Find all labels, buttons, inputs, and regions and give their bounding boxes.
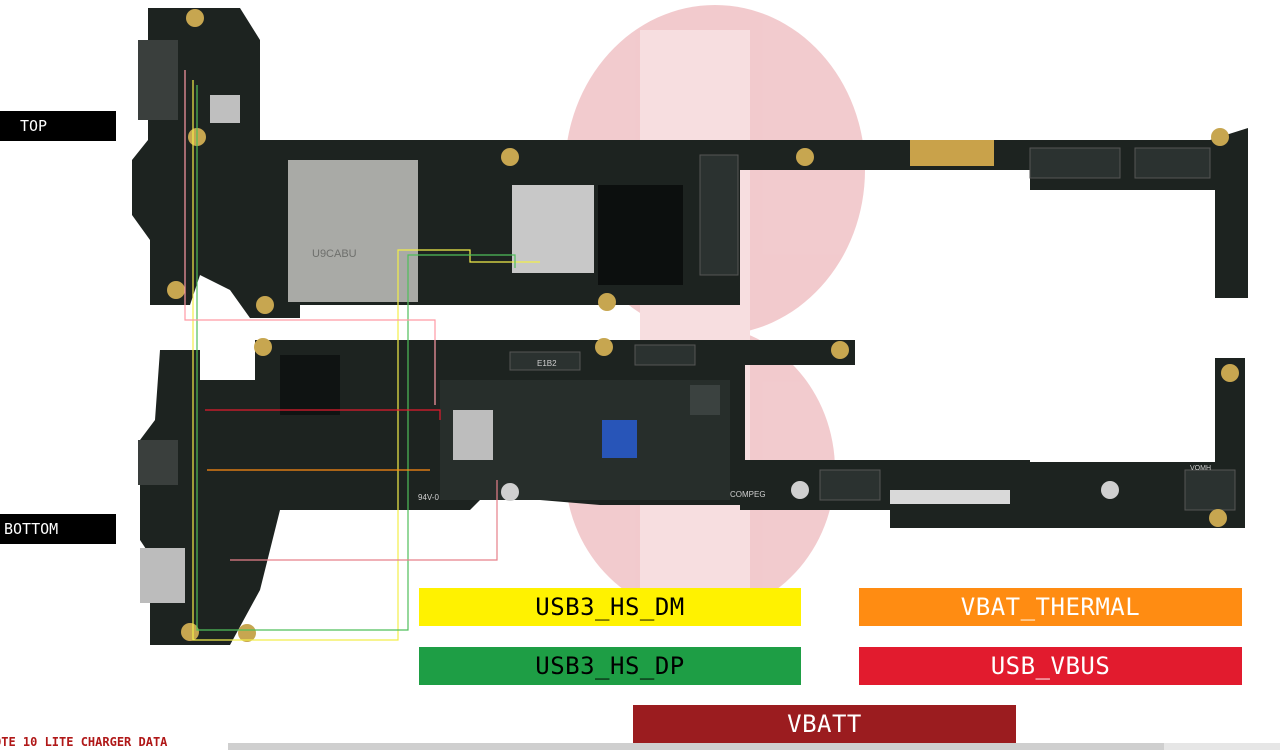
- silk-compeg: COMPEG: [730, 490, 766, 499]
- signal-traces: [184, 70, 540, 641]
- silk-vomh: VOMH: [1190, 465, 1211, 472]
- ic-bottom-small: [690, 385, 720, 415]
- trace-dm: [192, 80, 540, 641]
- legend-usb-vbus: USB_VBUS: [859, 647, 1242, 685]
- ic-top-small: [210, 95, 240, 123]
- ic-bottom-left: [280, 355, 340, 415]
- top-label: TOP: [0, 111, 116, 141]
- connector-bottom-3: [509, 351, 581, 371]
- metal-bracket: [890, 490, 1010, 504]
- legend-vbatt: VBATT: [633, 705, 1016, 743]
- bottom-label: BOTTOM: [0, 514, 116, 544]
- silk-94v: 94V-0: [418, 493, 439, 502]
- connector-bottom-1: [1184, 469, 1236, 511]
- legend-usb3-hs-dm: USB3_HS_DM: [419, 588, 801, 626]
- usb-port-bottom: [140, 548, 185, 603]
- soc-chip: [512, 185, 594, 273]
- trace-aux: [184, 70, 436, 405]
- audio-jack: [138, 440, 178, 485]
- trace-vbus: [205, 409, 441, 420]
- top-board: [132, 8, 1248, 318]
- connector-bottom-4: [634, 344, 696, 366]
- silk-sim: U9CABU: [312, 248, 357, 260]
- legend-vbat-thermal: VBAT_THERMAL: [859, 588, 1242, 626]
- charger-ic: [453, 410, 493, 460]
- trace-vbatt: [230, 480, 498, 561]
- usb-port-top: [138, 40, 178, 120]
- footer-bar: [228, 743, 1164, 750]
- silk-conn: E1B2: [537, 359, 557, 368]
- gold-pad: [910, 140, 994, 166]
- connector-top-1: [1029, 147, 1121, 179]
- connector-bottom-2: [819, 469, 881, 501]
- footer-bar-end: [1164, 743, 1280, 750]
- bottom-board: [138, 338, 1245, 645]
- sim-tray: [288, 160, 418, 302]
- memory-chip: [598, 185, 683, 285]
- diagram-caption: OTE 10 LITE CHARGER DATA: [0, 735, 168, 749]
- connector-top-2: [1134, 147, 1211, 179]
- legend-usb3-hs-dp: USB3_HS_DP: [419, 647, 801, 685]
- trace-dp: [196, 85, 516, 631]
- connector-top-3: [699, 154, 739, 276]
- blue-ic: [602, 420, 637, 458]
